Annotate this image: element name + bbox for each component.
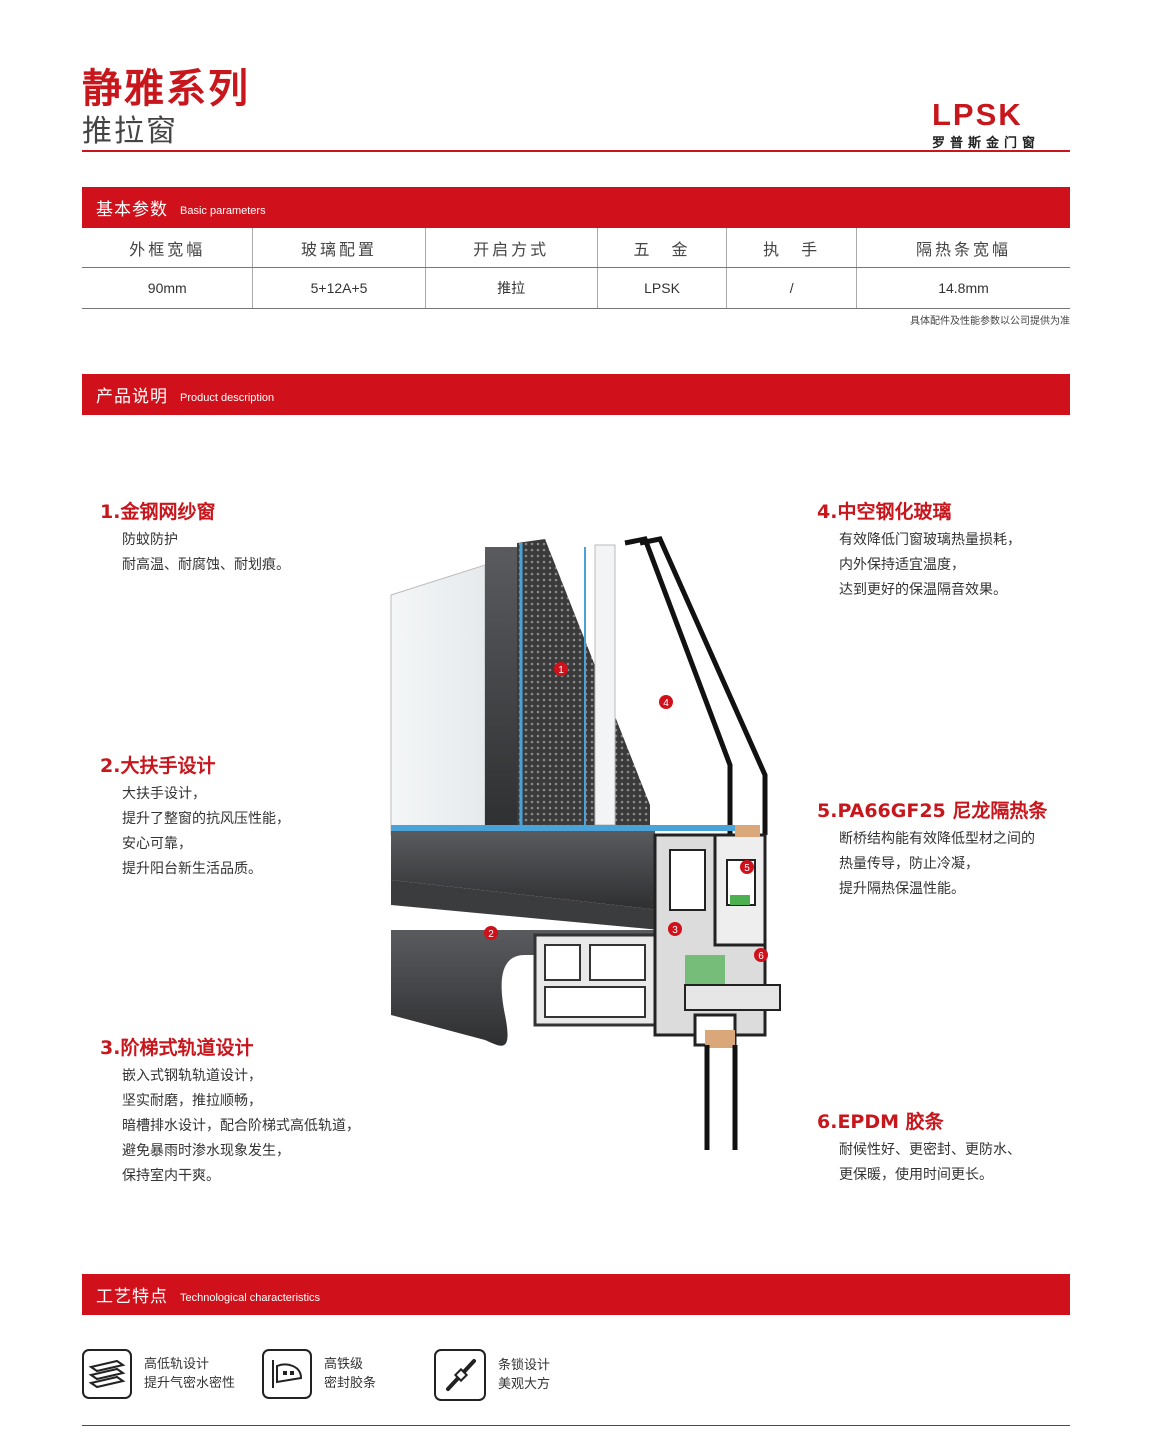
window-cross-section-illustration: 1 2 3 4 5 6 bbox=[390, 536, 781, 1150]
feature-line: 坚实耐磨，推拉顺畅， bbox=[122, 1093, 262, 1109]
marker-label: 2 bbox=[488, 929, 494, 940]
header-divider bbox=[82, 150, 1070, 152]
marker-label: 5 bbox=[744, 863, 750, 874]
param-value: 推拉 bbox=[425, 267, 598, 309]
product-type-title: 推拉窗 bbox=[82, 114, 178, 149]
feature-line: 保持室内干爽。 bbox=[122, 1168, 220, 1184]
rail-profile-icon bbox=[82, 1349, 132, 1399]
feature-4: 4.中空钢化玻璃 有效降低门窗玻璃热量损耗， 内外保持适宜温度， 达到更好的保温… bbox=[817, 497, 1021, 603]
feature-line: 更保暖，使用时间更长。 bbox=[839, 1167, 993, 1183]
craft-title-en: Technological characteristics bbox=[180, 1291, 321, 1304]
feature-line: 防蚊防护 bbox=[122, 532, 178, 548]
marker-1: 1 bbox=[554, 662, 568, 676]
feature-line: 达到更好的保温隔音效果。 bbox=[839, 582, 1007, 598]
marker-5: 5 bbox=[740, 860, 754, 874]
feature-1: 1.金钢网纱窗 防蚊防护 耐高温、耐腐蚀、耐划痕。 bbox=[100, 497, 290, 578]
params-value-row: 90mm 5+12A+5 推拉 LPSK / 14.8mm bbox=[82, 267, 1070, 309]
param-value: 14.8mm bbox=[856, 267, 1070, 309]
feature-line: 热量传导，防止冷凝， bbox=[839, 856, 979, 872]
basic-params-title-en: Basic parameters bbox=[180, 204, 266, 217]
feature-line: 内外保持适宜温度， bbox=[839, 557, 965, 573]
craft-line: 高铁级 bbox=[324, 1357, 364, 1372]
feature-line: 安心可靠， bbox=[122, 836, 192, 852]
feature-2: 2.大扶手设计 大扶手设计， 提升了整窗的抗风压性能， 安心可靠， 提升阳台新生… bbox=[100, 751, 290, 882]
footer-divider bbox=[82, 1425, 1070, 1426]
craft-title: 工艺特点 bbox=[96, 1287, 168, 1307]
feature-line: 大扶手设计， bbox=[122, 786, 206, 802]
craft-line: 密封胶条 bbox=[324, 1376, 377, 1391]
feature-title: 3.阶梯式轨道设计 bbox=[100, 1037, 254, 1059]
param-header: 执 手 bbox=[726, 228, 857, 268]
feature-title: 5.PA66GF25 尼龙隔热条 bbox=[817, 800, 1048, 822]
feature-line: 嵌入式钢轨轨道设计， bbox=[122, 1068, 262, 1084]
craft-line: 提升气密水密性 bbox=[144, 1376, 236, 1391]
feature-5: 5.PA66GF25 尼龙隔热条 断桥结构能有效降低型材之间的 热量传导，防止冷… bbox=[817, 796, 1047, 902]
product-desc-title: 产品说明 bbox=[96, 387, 168, 407]
basic-params-band: 基本参数 Basic parameters bbox=[82, 187, 1070, 228]
params-header-row: 外框宽幅 玻璃配置 开启方式 五 金 执 手 隔热条宽幅 bbox=[82, 228, 1070, 268]
series-title: 静雅系列 bbox=[82, 66, 250, 112]
param-value: LPSK bbox=[597, 267, 728, 309]
feature-6: 6.EPDM 胶条 耐候性好、更密封、更防水、 更保暖，使用时间更长。 bbox=[817, 1107, 1021, 1188]
feature-title: 4.中空钢化玻璃 bbox=[817, 501, 952, 523]
param-value: 90mm bbox=[82, 267, 254, 309]
feature-line: 断桥结构能有效降低型材之间的 bbox=[839, 831, 1035, 847]
brand-name-cn: 罗普斯金门窗 bbox=[932, 136, 1041, 151]
feature-title: 2.大扶手设计 bbox=[100, 755, 216, 777]
feature-line: 避免暴雨时渗水现象发生， bbox=[122, 1143, 290, 1159]
feature-line: 提升隔热保温性能。 bbox=[839, 881, 965, 897]
brand-logo-mark: LPSK bbox=[932, 97, 1023, 132]
feature-line: 暗槽排水设计，配合阶梯式高低轨道， bbox=[122, 1118, 360, 1134]
param-header: 隔热条宽幅 bbox=[856, 228, 1070, 268]
marker-label: 3 bbox=[672, 925, 678, 936]
craft-item-rail: 高低轨设计 提升气密水密性 bbox=[82, 1349, 235, 1399]
craft-item-lock: 条锁设计 美观大方 bbox=[434, 1349, 550, 1401]
feature-3: 3.阶梯式轨道设计 嵌入式钢轨轨道设计， 坚实耐磨，推拉顺畅， 暗槽排水设计，配… bbox=[100, 1033, 360, 1189]
param-header: 五 金 bbox=[597, 228, 728, 268]
param-header: 外框宽幅 bbox=[82, 228, 254, 268]
params-footnote: 具体配件及性能参数以公司提供为准 bbox=[910, 316, 1070, 327]
craft-line: 条锁设计 bbox=[498, 1358, 551, 1373]
feature-title: 6.EPDM 胶条 bbox=[817, 1111, 944, 1133]
craft-line: 美观大方 bbox=[498, 1377, 551, 1392]
basic-params-title: 基本参数 bbox=[96, 200, 168, 220]
marker-4: 4 bbox=[659, 695, 673, 709]
feature-line: 耐候性好、更密封、更防水、 bbox=[839, 1142, 1021, 1158]
product-desc-band: 产品说明 Product description bbox=[82, 374, 1070, 415]
craft-band: 工艺特点 Technological characteristics bbox=[82, 1274, 1070, 1315]
feature-title: 1.金钢网纱窗 bbox=[100, 501, 216, 523]
marker-label: 6 bbox=[758, 951, 764, 962]
feature-line: 提升了整窗的抗风压性能， bbox=[122, 811, 290, 827]
param-value: / bbox=[726, 267, 857, 309]
marker-6: 6 bbox=[754, 948, 768, 962]
marker-2: 2 bbox=[484, 926, 498, 940]
param-header: 玻璃配置 bbox=[252, 228, 426, 268]
basic-params-table: 外框宽幅 玻璃配置 开启方式 五 金 执 手 隔热条宽幅 90mm 5+12A+… bbox=[82, 228, 1070, 309]
seal-strip-icon bbox=[262, 1349, 312, 1399]
craft-line: 高低轨设计 bbox=[144, 1357, 210, 1372]
lock-bar-icon bbox=[434, 1349, 486, 1401]
craft-item-seal: 高铁级 密封胶条 bbox=[262, 1349, 376, 1399]
feature-line: 有效降低门窗玻璃热量损耗， bbox=[839, 532, 1021, 548]
marker-label: 1 bbox=[558, 665, 564, 676]
product-desc-title-en: Product description bbox=[180, 391, 275, 404]
param-header: 开启方式 bbox=[425, 228, 598, 268]
feature-line: 耐高温、耐腐蚀、耐划痕。 bbox=[122, 557, 290, 573]
brand-logo: LPSK 罗普斯金门窗 bbox=[932, 97, 1070, 151]
marker-label: 4 bbox=[663, 698, 669, 709]
marker-3: 3 bbox=[668, 922, 682, 936]
param-value: 5+12A+5 bbox=[252, 267, 426, 309]
feature-line: 提升阳台新生活品质。 bbox=[122, 861, 262, 877]
